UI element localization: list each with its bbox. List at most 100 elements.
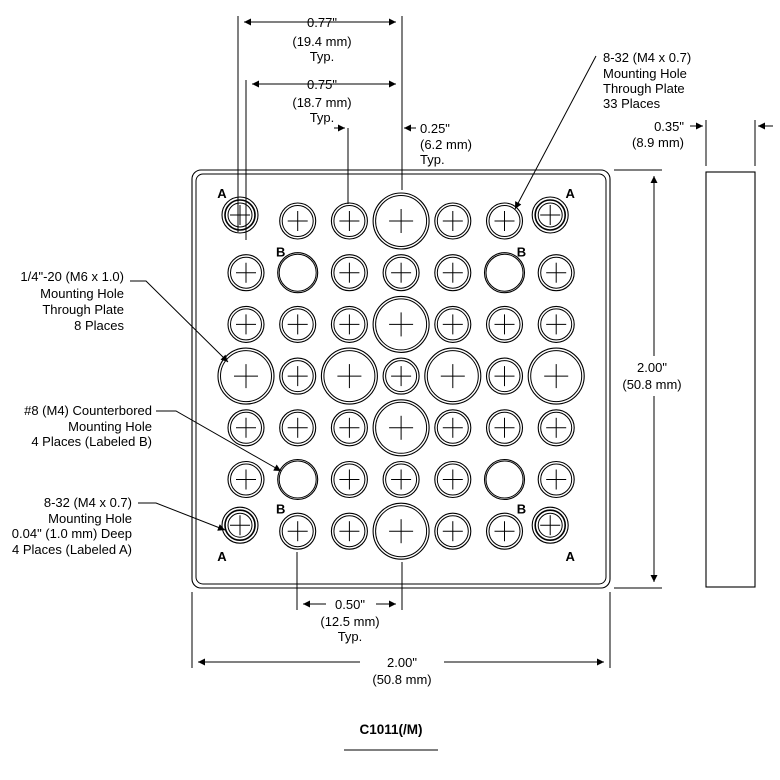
hole-thread-ring bbox=[230, 256, 262, 289]
hole-8-32-through bbox=[330, 409, 368, 447]
hole-thread-ring bbox=[375, 505, 428, 558]
hole-8-32-through bbox=[382, 254, 420, 292]
dim-width-l2: (50.8 mm) bbox=[372, 672, 431, 687]
hole-thread-ring bbox=[385, 360, 418, 393]
hole-8-32-through bbox=[537, 409, 575, 447]
plate-outline bbox=[191, 169, 611, 589]
hole-thread-ring bbox=[436, 515, 469, 548]
hole-label: B bbox=[517, 245, 526, 260]
callout-deep-832-l1: 8-32 (M4 x 0.7) bbox=[44, 495, 132, 510]
callout-thru-14-l1: 1/4"-20 (M6 x 1.0) bbox=[20, 269, 124, 284]
dim-pitch-outer-l1: 0.77" bbox=[307, 15, 337, 30]
hole-8-32-through bbox=[485, 305, 524, 343]
dim-pitch-outer-l3: Typ. bbox=[310, 49, 335, 64]
hole-quarter-20-through bbox=[424, 347, 482, 405]
hole-thread-ring bbox=[281, 360, 314, 393]
hole-thread-ring bbox=[488, 205, 521, 237]
hole-quarter-20-through bbox=[372, 502, 430, 560]
hole-counterbore-ring bbox=[485, 460, 524, 499]
dim-thickness-l1: 0.35" bbox=[654, 119, 684, 134]
hole-8-32-through bbox=[434, 409, 472, 447]
callout-thru-832-l4: 33 Places bbox=[603, 96, 661, 111]
hole-8-32-through bbox=[485, 409, 524, 447]
dim-pitch-inner-l2: (18.7 mm) bbox=[292, 95, 351, 110]
hole-thread-ring bbox=[436, 463, 469, 496]
hole-deep-ring bbox=[224, 509, 256, 542]
dim-edge-offset-l1: 0.25" bbox=[420, 121, 450, 136]
hole-8-32-deep bbox=[531, 506, 569, 544]
hole-quarter-20-through bbox=[527, 347, 585, 405]
hole-thread-ring bbox=[333, 463, 366, 496]
callout-thru-832-l1: 8-32 (M4 x 0.7) bbox=[603, 50, 691, 65]
hole-deep-ring bbox=[227, 512, 253, 538]
hole-deep-ring bbox=[537, 202, 563, 228]
hole-thread-ring bbox=[281, 308, 314, 341]
hole-8-32-through bbox=[434, 460, 472, 499]
hole-deep-ring bbox=[534, 199, 567, 231]
hole-thread-ring bbox=[281, 411, 314, 444]
hole-thread-ring bbox=[436, 256, 469, 289]
hole-8-32-through bbox=[279, 409, 317, 447]
callout-thru-14-l3: Through Plate bbox=[42, 302, 124, 317]
callout-counterbored-l2: Mounting Hole bbox=[68, 419, 152, 434]
callout-thru-14-l2: Mounting Hole bbox=[40, 286, 124, 301]
dim-pitch-outer-l2: (19.4 mm) bbox=[292, 34, 351, 49]
hole-8-32-through bbox=[279, 305, 317, 343]
hole-label: A bbox=[217, 549, 227, 564]
hole-8-32-through bbox=[434, 254, 472, 292]
hole-thread-ring bbox=[323, 350, 376, 403]
hole-label: A bbox=[217, 186, 227, 201]
hole-thread-ring bbox=[436, 411, 469, 444]
hole-thread-ring bbox=[230, 463, 262, 496]
dim-pitch-inner-l1: 0.75" bbox=[307, 77, 337, 92]
hole-deep-ring bbox=[537, 512, 563, 538]
hole-thread-ring bbox=[488, 515, 521, 548]
callout-thru-832-l3: Through Plate bbox=[603, 81, 685, 96]
hole-grid bbox=[217, 192, 585, 560]
hole-8-32-through bbox=[279, 202, 317, 240]
hole-thread-ring bbox=[385, 256, 418, 289]
hole-8-32-through bbox=[485, 202, 524, 240]
hole-label: A bbox=[566, 186, 576, 201]
hole-thread-ring bbox=[333, 308, 366, 341]
hole-8-32-through bbox=[382, 357, 420, 395]
hole-thread-ring bbox=[540, 308, 573, 341]
hole-8-32-through bbox=[434, 305, 472, 343]
hole-deep-ring bbox=[534, 509, 567, 542]
hole-counterbore-ring bbox=[278, 253, 317, 292]
hole-8-32-deep bbox=[531, 196, 569, 234]
hole-8-32-through bbox=[330, 305, 368, 343]
hole-counterbore-ring bbox=[485, 253, 524, 292]
callout-thru-832-l2: Mounting Hole bbox=[603, 66, 687, 81]
hole-thread-ring bbox=[436, 205, 469, 237]
hole-thread-ring bbox=[488, 308, 521, 341]
hole-thread-ring bbox=[540, 411, 573, 444]
hole-8-32-through bbox=[227, 409, 265, 447]
hole-counterbored bbox=[277, 252, 319, 294]
hole-quarter-20-through bbox=[372, 295, 430, 353]
hole-8-32-through bbox=[330, 460, 368, 499]
callout-deep-832-l2: Mounting Hole bbox=[48, 511, 132, 526]
part-number: C1011(/M) bbox=[359, 722, 422, 737]
dim-pitch-inner-l3: Typ. bbox=[310, 110, 335, 125]
dim-thickness-l2: (8.9 mm) bbox=[632, 135, 684, 150]
hole-quarter-20-through bbox=[372, 192, 430, 250]
hole-thread-ring bbox=[333, 205, 366, 237]
hole-thread-ring bbox=[333, 411, 366, 444]
callout-counterbored-l3: 4 Places (Labeled B) bbox=[31, 434, 152, 449]
hole-label: B bbox=[276, 502, 285, 517]
hole-8-32-through bbox=[537, 254, 575, 292]
hole-counterbored bbox=[483, 458, 526, 501]
hole-thread-ring bbox=[540, 463, 573, 496]
dim-hole-spacing-l3: Typ. bbox=[338, 629, 363, 644]
hole-8-32-through bbox=[382, 460, 420, 499]
hole-8-32-through bbox=[537, 460, 575, 499]
hole-thread-ring bbox=[333, 515, 366, 548]
hole-counterbore-ring bbox=[278, 460, 317, 499]
hole-8-32-through bbox=[279, 512, 317, 550]
hole-label: A bbox=[566, 549, 576, 564]
hole-deep-ring bbox=[227, 202, 253, 228]
